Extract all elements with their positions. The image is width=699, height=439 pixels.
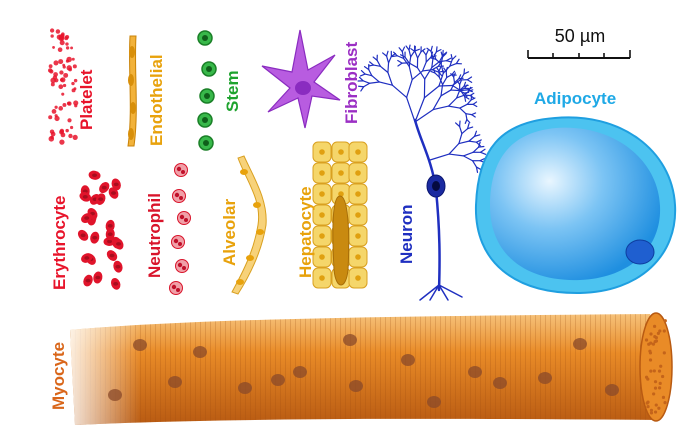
- erythrocyte-label: Erythrocyte: [50, 196, 69, 290]
- alveolar-cells: [231, 155, 267, 295]
- neutrophil-cells: [169, 163, 191, 295]
- stem-label: Stem: [223, 70, 242, 112]
- neuron-label: Neuron: [397, 205, 416, 265]
- scale-bar: 50 µm: [527, 26, 631, 59]
- fibroblast-cell: [261, 29, 341, 129]
- myocyte-cell: [70, 312, 673, 425]
- fibroblast-label: Fibroblast: [342, 41, 361, 124]
- platelet-cells: [47, 28, 79, 145]
- myocyte-label: Myocyte: [49, 342, 68, 410]
- neuron-cell: [357, 44, 487, 301]
- endothelial-cells: [127, 35, 137, 147]
- hepatocyte-label: Hepatocyte: [296, 186, 315, 278]
- platelet-label: Platelet: [77, 69, 96, 130]
- alveolar-label: Alveolar: [220, 199, 239, 266]
- stem-cells: [197, 30, 217, 151]
- erythrocyte-cells: [77, 170, 124, 290]
- neutrophil-label: Neutrophil: [145, 193, 164, 278]
- endothelial-label: Endothelial: [147, 54, 166, 146]
- adipocyte-cell: [474, 116, 677, 295]
- adipocyte-label: Adipocyte: [534, 89, 616, 108]
- scale-bar-label: 50 µm: [555, 26, 605, 46]
- hepatocyte-cells: [312, 141, 368, 289]
